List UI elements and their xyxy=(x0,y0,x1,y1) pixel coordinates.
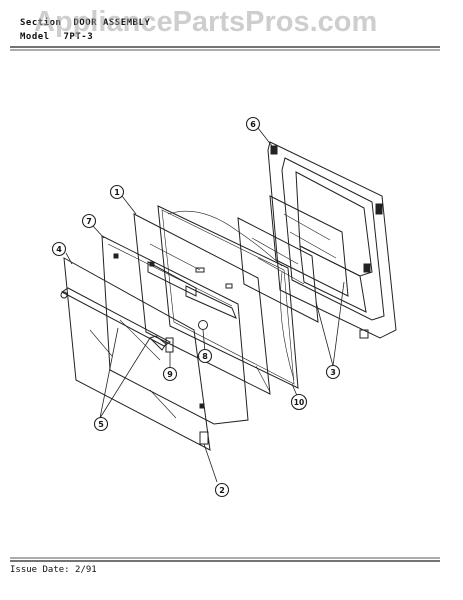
glass-panels xyxy=(237,195,349,323)
callout-8: 8 xyxy=(202,352,208,361)
callout-9: 9 xyxy=(167,370,173,379)
callout-5: 5 xyxy=(98,420,104,429)
handle-mount xyxy=(198,320,208,330)
callout-7: 7 xyxy=(86,217,92,226)
callout-circle-2 xyxy=(214,482,230,498)
callout-markers: 1 2 3 4 5 6 7 8 9 10 xyxy=(51,116,341,498)
callout-1: 1 xyxy=(114,188,120,197)
callout-10: 10 xyxy=(294,398,304,407)
callout-circle-10 xyxy=(290,393,308,411)
insulation-liner xyxy=(157,205,299,389)
window-clip xyxy=(359,329,369,339)
inner-panel xyxy=(133,213,271,395)
callout-circle-1 xyxy=(109,184,125,200)
callout-circle-7 xyxy=(81,213,97,229)
callout-6: 6 xyxy=(250,120,256,129)
section-label: Section xyxy=(20,18,62,28)
callout-circle-4 xyxy=(51,241,67,257)
callout-circle-5 xyxy=(93,416,109,432)
callout-circle-9 xyxy=(162,366,178,382)
inner-door-frame xyxy=(267,141,397,339)
door-latch xyxy=(199,431,209,445)
leader-lines xyxy=(65,127,345,483)
model-value: 7PT-3 xyxy=(63,32,94,42)
callout-circle-8 xyxy=(197,348,213,364)
callout-3: 3 xyxy=(330,368,336,377)
section-value: DOOR ASSEMBLY xyxy=(73,18,151,28)
issue-date: Issue Date: 2/91 xyxy=(10,565,97,575)
section-line: Section DOOR ASSEMBLY xyxy=(20,18,150,28)
handle-clip xyxy=(165,337,174,353)
outer-door-panel xyxy=(101,235,249,425)
callout-circle-3 xyxy=(325,364,341,380)
callout-circle-6 xyxy=(245,116,261,132)
model-label: Model xyxy=(20,32,50,42)
callout-4: 4 xyxy=(56,245,62,254)
model-line: Model 7PT-3 xyxy=(20,32,93,42)
callout-2: 2 xyxy=(219,486,225,495)
watermark: AppliancePartsPros.com xyxy=(34,6,378,38)
